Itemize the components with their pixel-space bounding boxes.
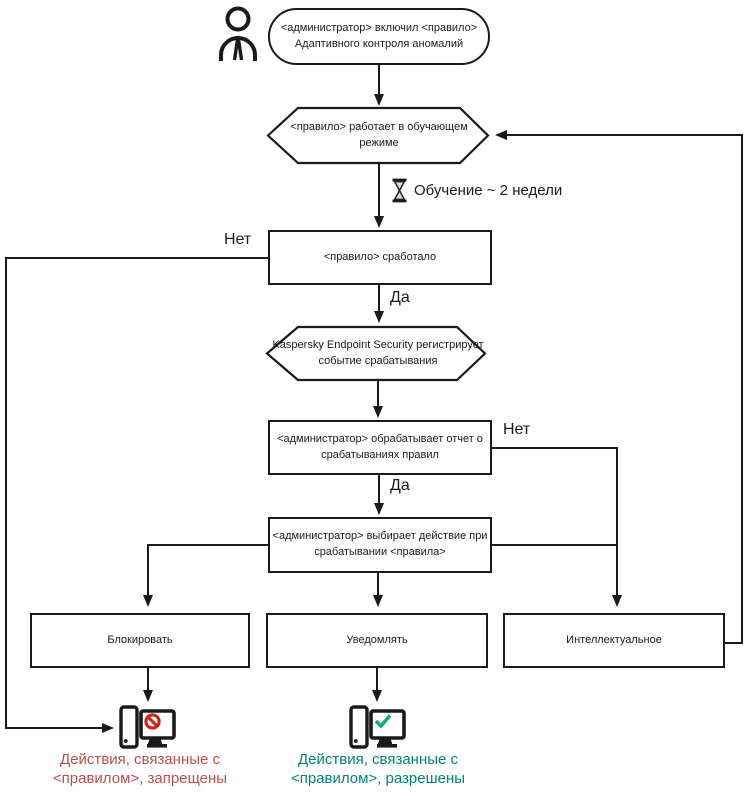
edge-smart-feedback-loop bbox=[495, 130, 743, 644]
result-allowed-line2: <правилом>, разрешены bbox=[290, 770, 466, 788]
action-block-text: Блокировать bbox=[107, 633, 173, 646]
learning-mode-line1: <правило> работает в обучающем bbox=[290, 121, 468, 134]
action-smart-node: Интеллектуальное bbox=[503, 613, 725, 668]
administrator-icon bbox=[219, 6, 257, 61]
result-blocked-line2: <правилом>, запрещены bbox=[52, 770, 228, 788]
action-notify-text: Уведомлять bbox=[346, 633, 408, 646]
admin-action-line1: <администратор> выбирает действие при bbox=[272, 530, 488, 543]
edge-no-right-to-smart bbox=[490, 447, 622, 607]
admin-report-line1: <администратор> обрабатывает отчет о bbox=[277, 432, 483, 445]
result-allowed-caption: Действия, связанные с <правилом>, разреш… bbox=[256, 750, 500, 788]
computer-allowed-icon bbox=[349, 705, 406, 749]
result-allowed-line1: Действия, связанные с bbox=[297, 751, 459, 768]
learning-mode-label: <правило> работает в обучающем режиме bbox=[280, 111, 478, 161]
action-block-node: Блокировать bbox=[30, 613, 250, 668]
result-blocked-line1: Действия, связанные с bbox=[59, 751, 221, 768]
edge-no-feedback-left bbox=[5, 257, 268, 733]
edge-action-to-block bbox=[143, 544, 268, 607]
learning-mode-hexagon bbox=[266, 106, 490, 165]
training-note-text: Обучение ~ 2 недели bbox=[414, 182, 563, 199]
kes-registers-line1: Kaspersky Endpoint Security регистрирует bbox=[272, 338, 484, 351]
admin-report-node: <администратор> обрабатывает отчет о сра… bbox=[268, 420, 492, 475]
computer-blocked-icon bbox=[119, 705, 176, 749]
checkmark-icon bbox=[374, 714, 392, 729]
start-node-line2: Адаптивного контроля аномалий bbox=[294, 37, 464, 50]
edge-label-no-left: Нет bbox=[222, 231, 254, 248]
result-blocked-caption: Действия, связанные с <правилом>, запрещ… bbox=[18, 750, 262, 788]
rule-triggered-node: <правило> сработало bbox=[268, 230, 492, 285]
kes-registers-label: Kaspersky Endpoint Security регистрирует… bbox=[272, 330, 484, 377]
kes-registers-line2: событие срабатывания bbox=[318, 354, 438, 367]
action-smart-text: Интеллектуальное bbox=[566, 633, 662, 646]
training-note: Обучение ~ 2 недели bbox=[392, 178, 562, 203]
hourglass-icon bbox=[392, 178, 407, 203]
learning-mode-line2: режиме bbox=[359, 137, 399, 149]
start-node-line1: <администратор> включил <правило> bbox=[280, 21, 478, 34]
start-node: <администратор> включил <правило> Адапти… bbox=[268, 8, 490, 65]
kes-registers-hexagon bbox=[265, 325, 487, 382]
admin-report-line2: срабатываниях правил bbox=[321, 448, 439, 461]
admin-action-line2: срабатывании <правила> bbox=[314, 546, 446, 558]
prohibition-icon bbox=[144, 713, 161, 730]
edge-label-yes-report: Да bbox=[388, 477, 412, 494]
admin-action-node: <администратор> выбирает действие при ср… bbox=[268, 517, 492, 573]
action-notify-node: Уведомлять bbox=[266, 613, 488, 668]
edge-label-yes-trigger: Да bbox=[388, 289, 412, 306]
rule-triggered-text: <правило> сработало bbox=[323, 250, 437, 263]
edge-label-no-right: Нет bbox=[501, 421, 533, 438]
